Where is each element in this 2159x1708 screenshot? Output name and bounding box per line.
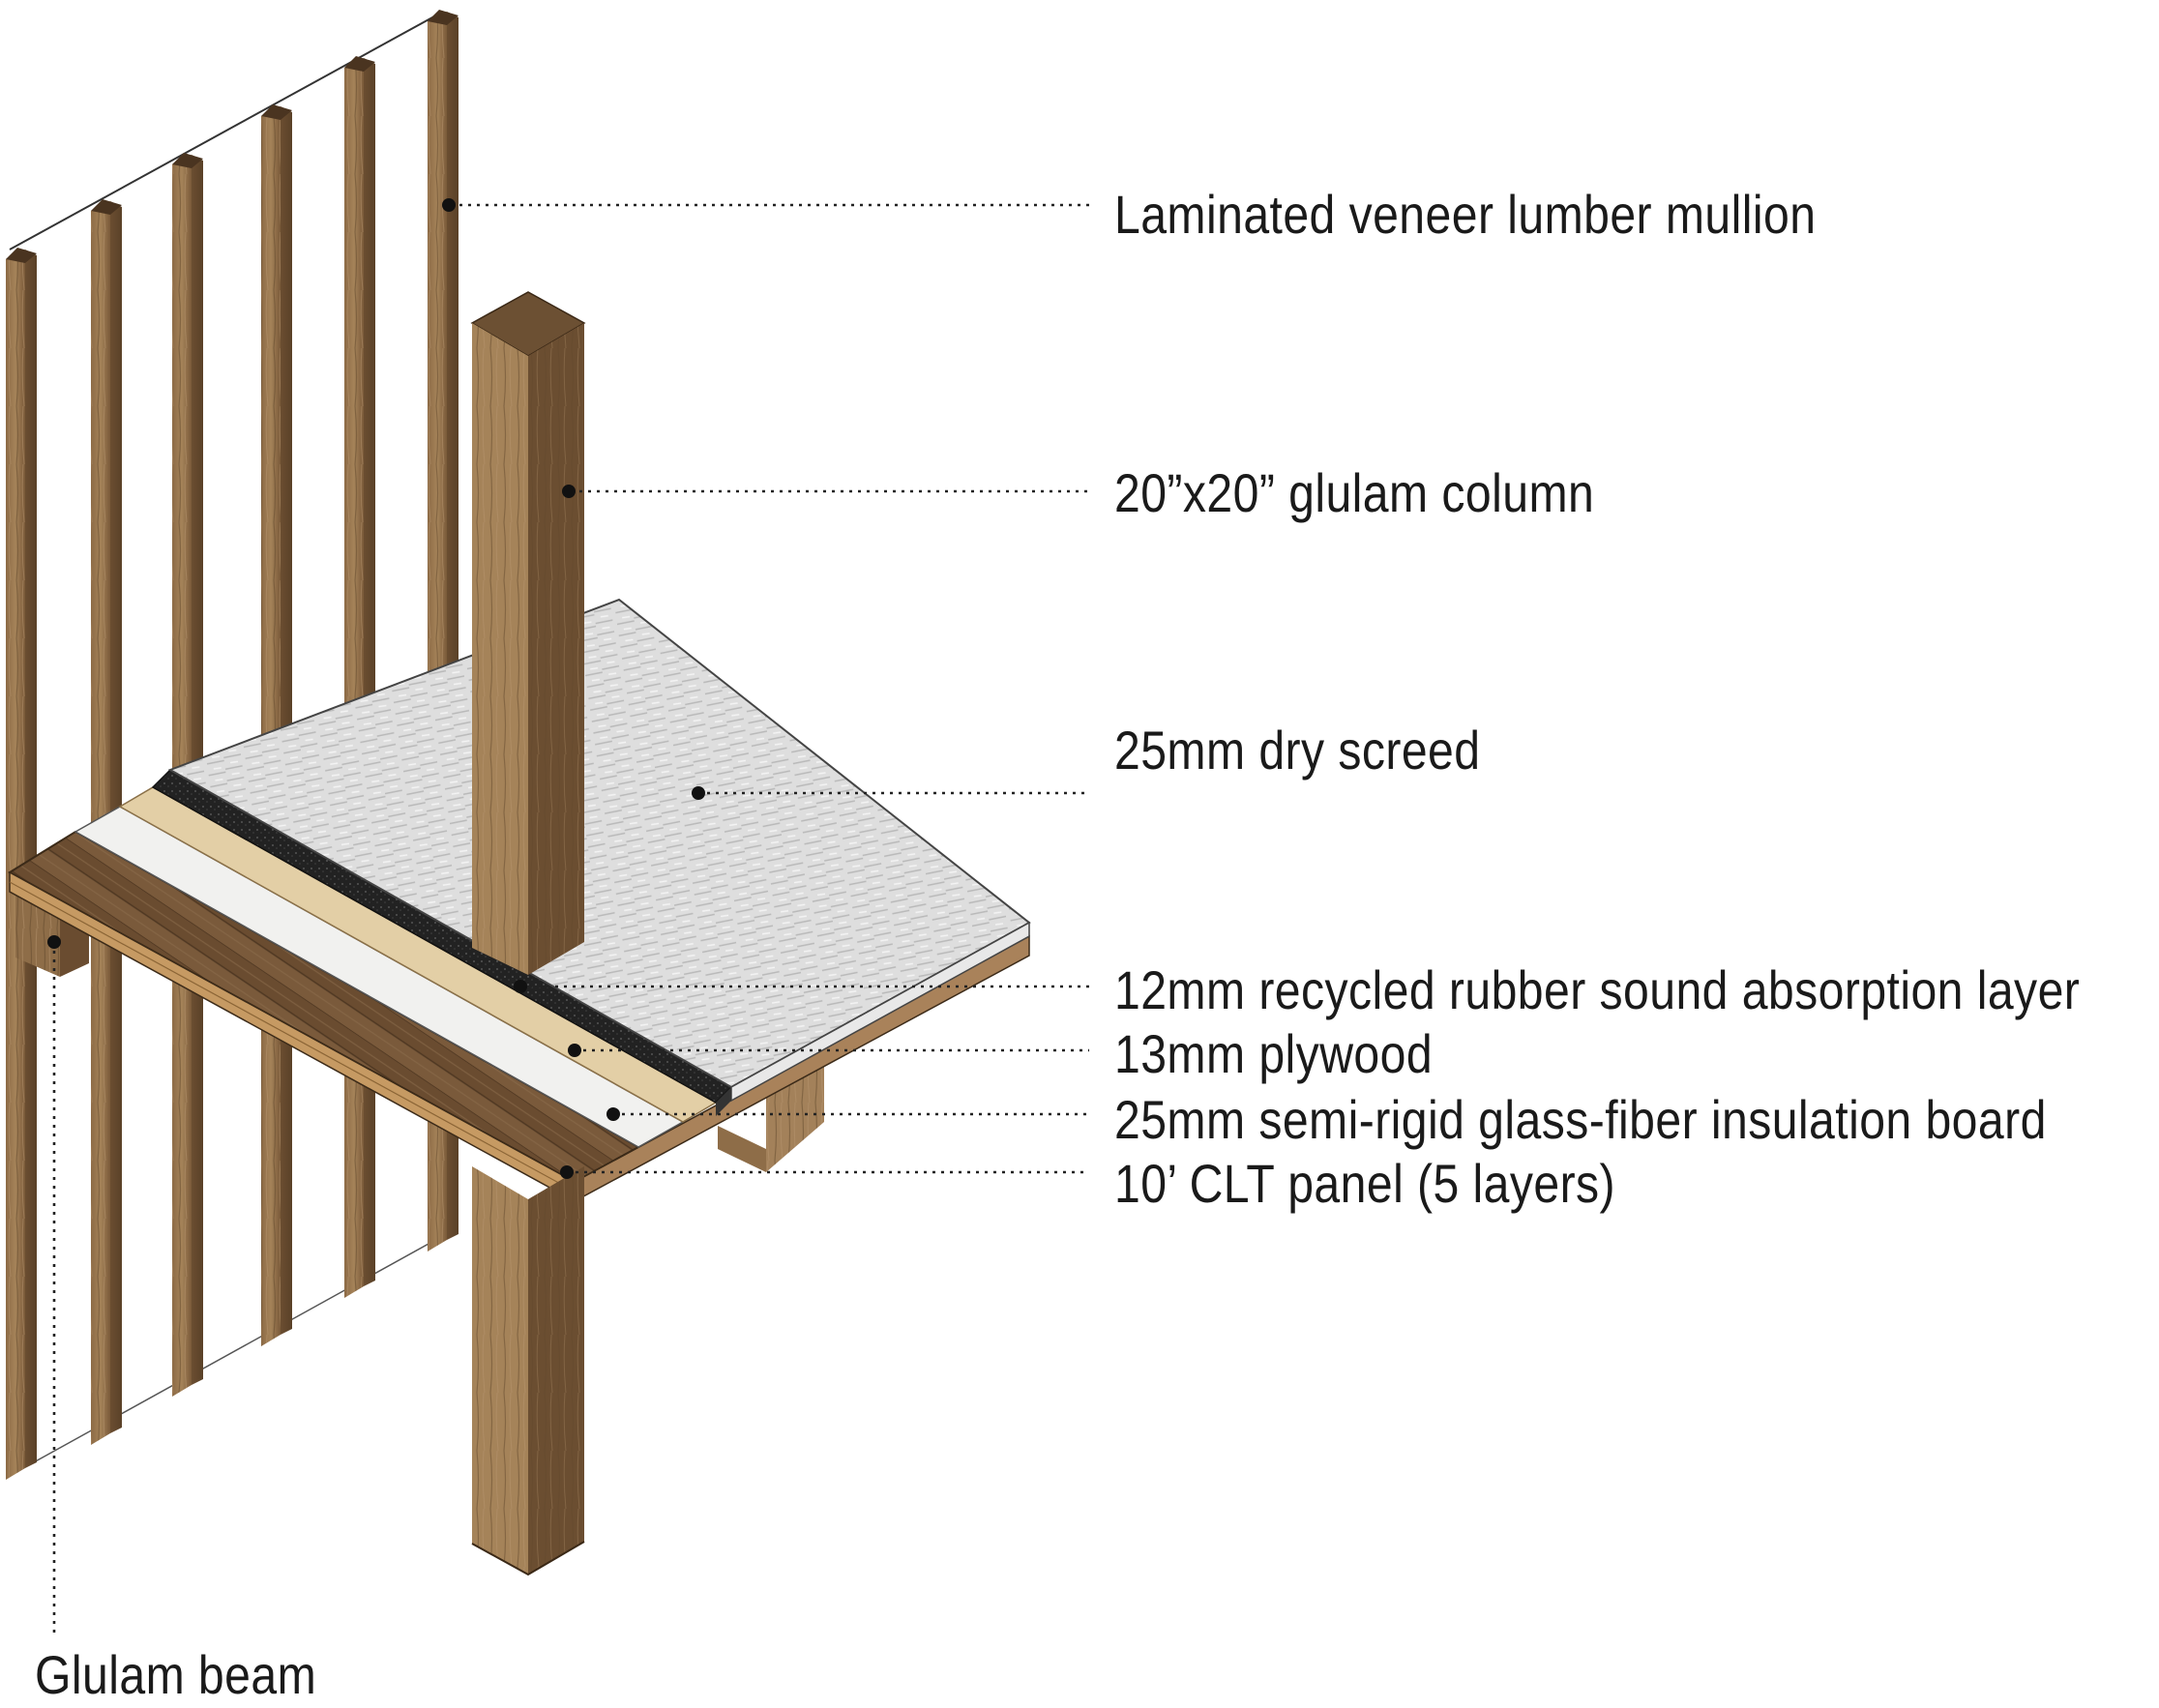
leader-lines (52, 203, 1089, 1634)
mullion-wall (6, 10, 458, 1480)
label-clt: 10’ CLT panel (5 layers) (1114, 1153, 1616, 1214)
label-rubber: 12mm recycled rubber sound absorption la… (1114, 959, 2081, 1020)
dot-beam (47, 935, 61, 949)
dot-clt (560, 1165, 574, 1179)
label-plywood: 13mm plywood (1114, 1023, 1434, 1084)
label-mullion: Laminated veneer lumber mullion (1114, 184, 1817, 245)
dot-screed (692, 786, 705, 800)
glulam-column (470, 291, 586, 1576)
label-column: 20”x20” glulam column (1114, 462, 1595, 523)
dot-plywood (568, 1044, 581, 1057)
label-beam: Glulam beam (35, 1644, 317, 1705)
dot-insulation (606, 1107, 620, 1121)
dot-column (562, 485, 576, 498)
leader-dots (47, 198, 705, 1179)
floor-assembly (8, 598, 1031, 1203)
dot-rubber (514, 980, 527, 993)
dot-mullion (442, 198, 456, 212)
mullion-5 (344, 56, 375, 1298)
label-insulation: 25mm semi-rigid glass-fiber insulation b… (1114, 1089, 2047, 1150)
label-screed: 25mm dry screed (1114, 720, 1481, 780)
